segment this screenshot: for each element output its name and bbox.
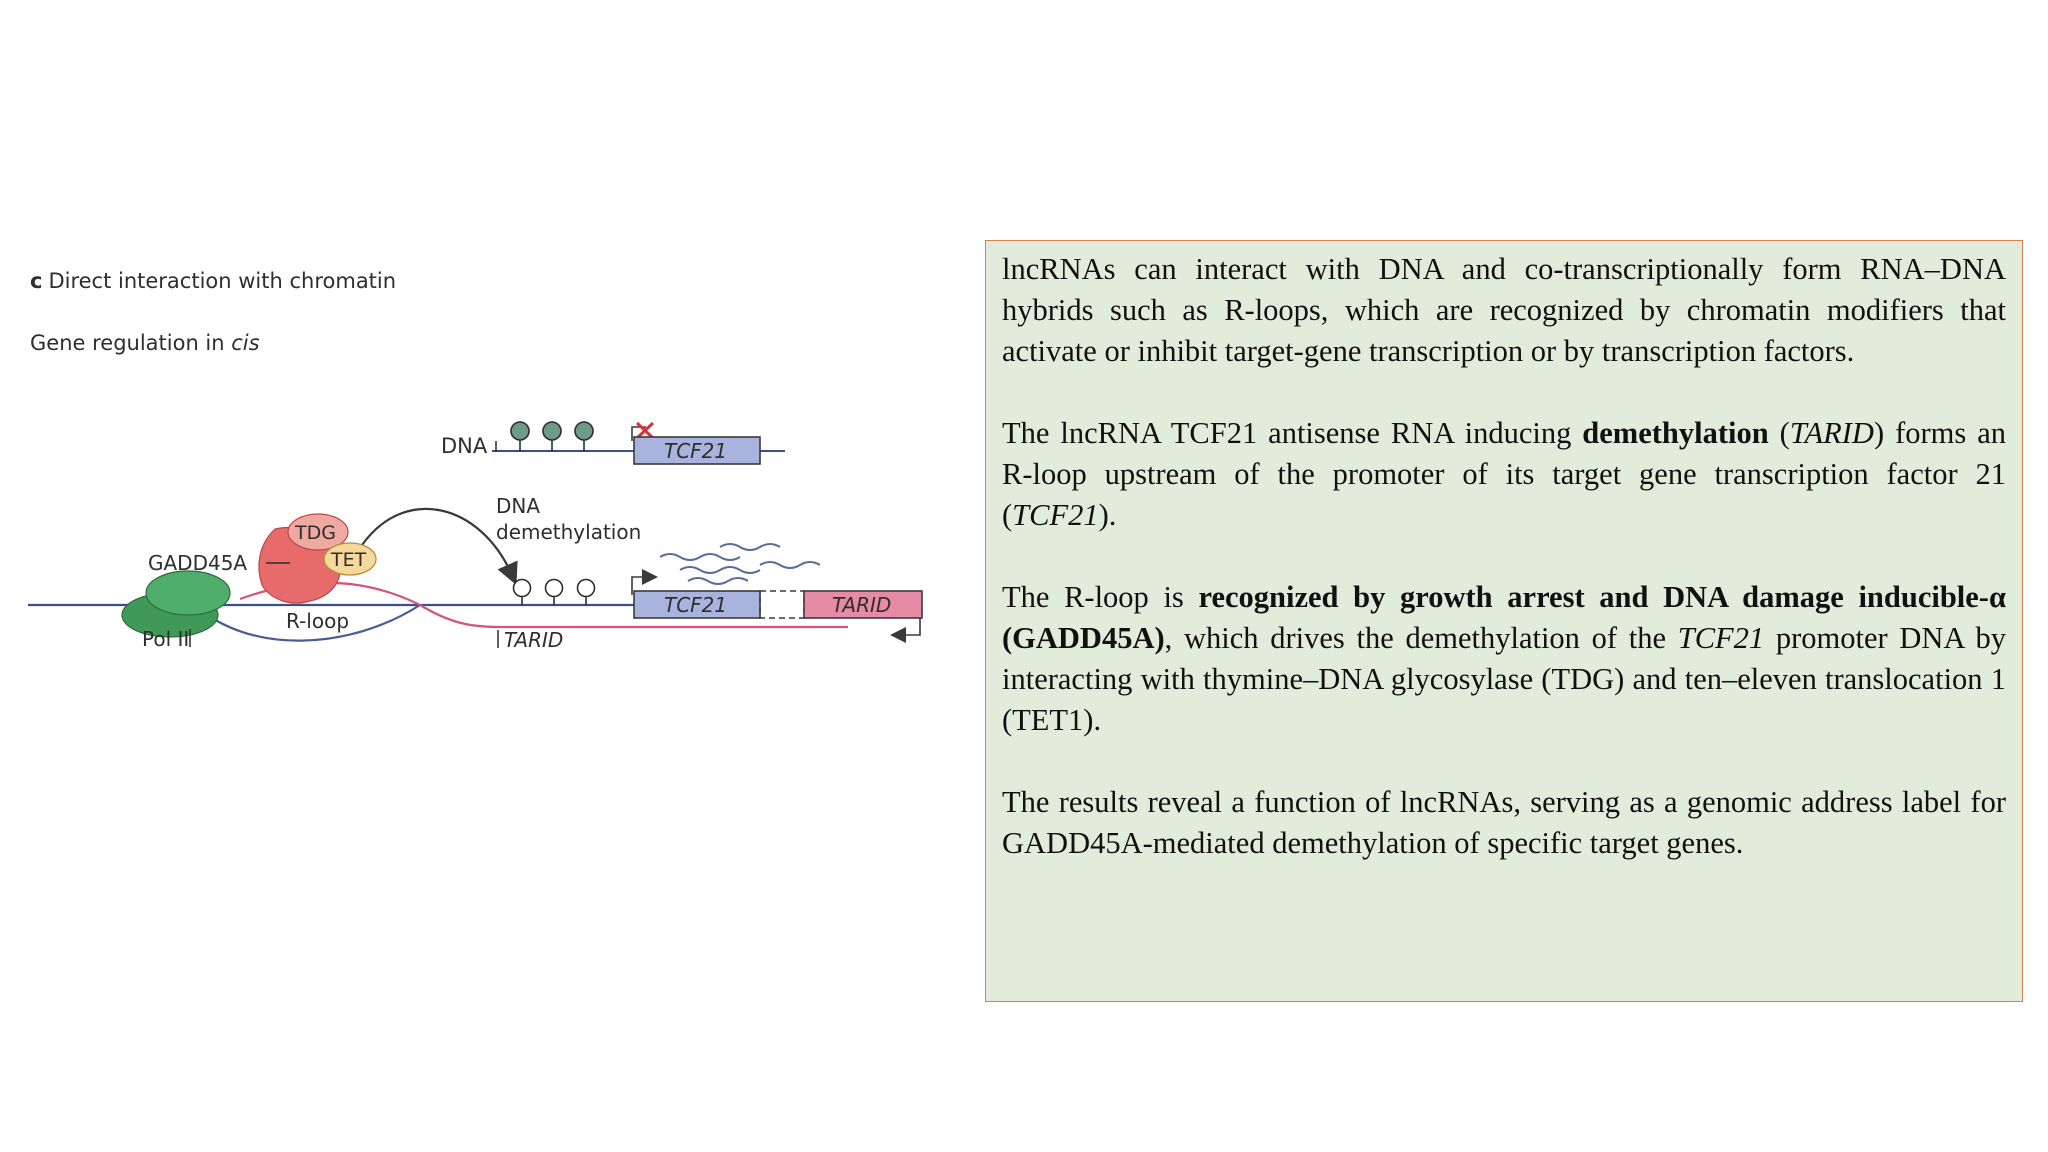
methyl-filled-3 [574, 421, 594, 441]
p2-bold: demethylation [1582, 416, 1769, 450]
intergenic-dashed [759, 590, 805, 619]
tdg-shape [287, 513, 349, 551]
antisense-tss-arrow [890, 618, 921, 643]
tarid-rna-label: TARID [504, 628, 563, 652]
active-tss-arrow [631, 569, 658, 595]
p2-italic-tcf21: TCF21 [1012, 498, 1099, 532]
p2-text-b: ( [1768, 416, 1790, 450]
tdg-label: TDG [294, 522, 336, 544]
top-dna-label: DNA [441, 434, 488, 458]
tarid-box-label: TARID [832, 593, 891, 617]
summary-textbox: lncRNAs can interact with DNA and co-tra… [985, 240, 2023, 1002]
demethylation-label-line1: DNA [496, 494, 540, 518]
p3-bold: recognized by growth arrest and DNA dama… [1002, 580, 2006, 655]
r-loop-label: R-loop [286, 609, 349, 633]
panel-subtitle-text: Gene regulation in [30, 331, 225, 355]
tcf21-top-box [633, 436, 761, 465]
panel-subtitle: Gene regulation in cis [30, 331, 260, 355]
methyl-filled-1 [510, 421, 530, 441]
paragraph-4: The results reveal a function of lncRNAs… [1002, 785, 2006, 860]
tcf21-bottom-label: TCF21 [664, 593, 727, 617]
p2-text-c: ) forms an R-loop upstream of the promot… [1002, 416, 2006, 532]
tarid-box [803, 590, 923, 619]
tet-label: TET [330, 549, 367, 571]
gene-regulation-diagram: DNA TCF21 DNA demethylation [28, 421, 923, 652]
demethylation-label-line2: demethylation [496, 520, 641, 544]
paragraph-3: The R-loop is recognized by growth arres… [1002, 577, 2006, 741]
p3-text-c: promoter DNA by interacting with thymine… [1002, 621, 2006, 737]
transcripts [659, 543, 821, 585]
panel-title-text: Direct interaction with chromatin [48, 269, 397, 293]
p3-text-a: The R-loop is [1002, 580, 1199, 614]
methyl-open-2 [544, 578, 564, 598]
methyl-filled-2 [542, 421, 562, 441]
p2-text-a: The lncRNA TCF21 antisense RNA inducing [1002, 416, 1583, 450]
paragraph-1: lncRNAs can interact with DNA and co-tra… [1002, 252, 2006, 368]
panel-subtitle-italic: cis [231, 331, 260, 355]
pol-ii-label: Pol II [142, 627, 189, 651]
paragraph-2: The lncRNA TCF21 antisense RNA inducing … [1002, 413, 2006, 536]
methyl-open-3 [576, 578, 596, 598]
p3-text-b: , which drives the demethylation of the [1164, 621, 1678, 655]
r-loop-dna-strand [194, 604, 421, 642]
pol-ii-front [145, 570, 231, 616]
unmethyl-group-bottom [512, 578, 596, 605]
gadd45a-label: GADD45A [148, 551, 247, 575]
p2-text-d: ). [1098, 498, 1117, 532]
tet-shape [323, 542, 377, 576]
p3-italic-tcf21: TCF21 [1677, 621, 1765, 655]
red-x-icon [635, 421, 655, 440]
p2-italic-tarid: TARID [1789, 416, 1874, 450]
tcf21-bottom-box [633, 590, 761, 619]
methyl-open-1 [512, 578, 532, 598]
demethylation-arrow [361, 507, 518, 586]
panel-letter: c [30, 269, 43, 293]
methyl-group-top [510, 421, 594, 451]
tcf21-top-label: TCF21 [664, 439, 727, 463]
